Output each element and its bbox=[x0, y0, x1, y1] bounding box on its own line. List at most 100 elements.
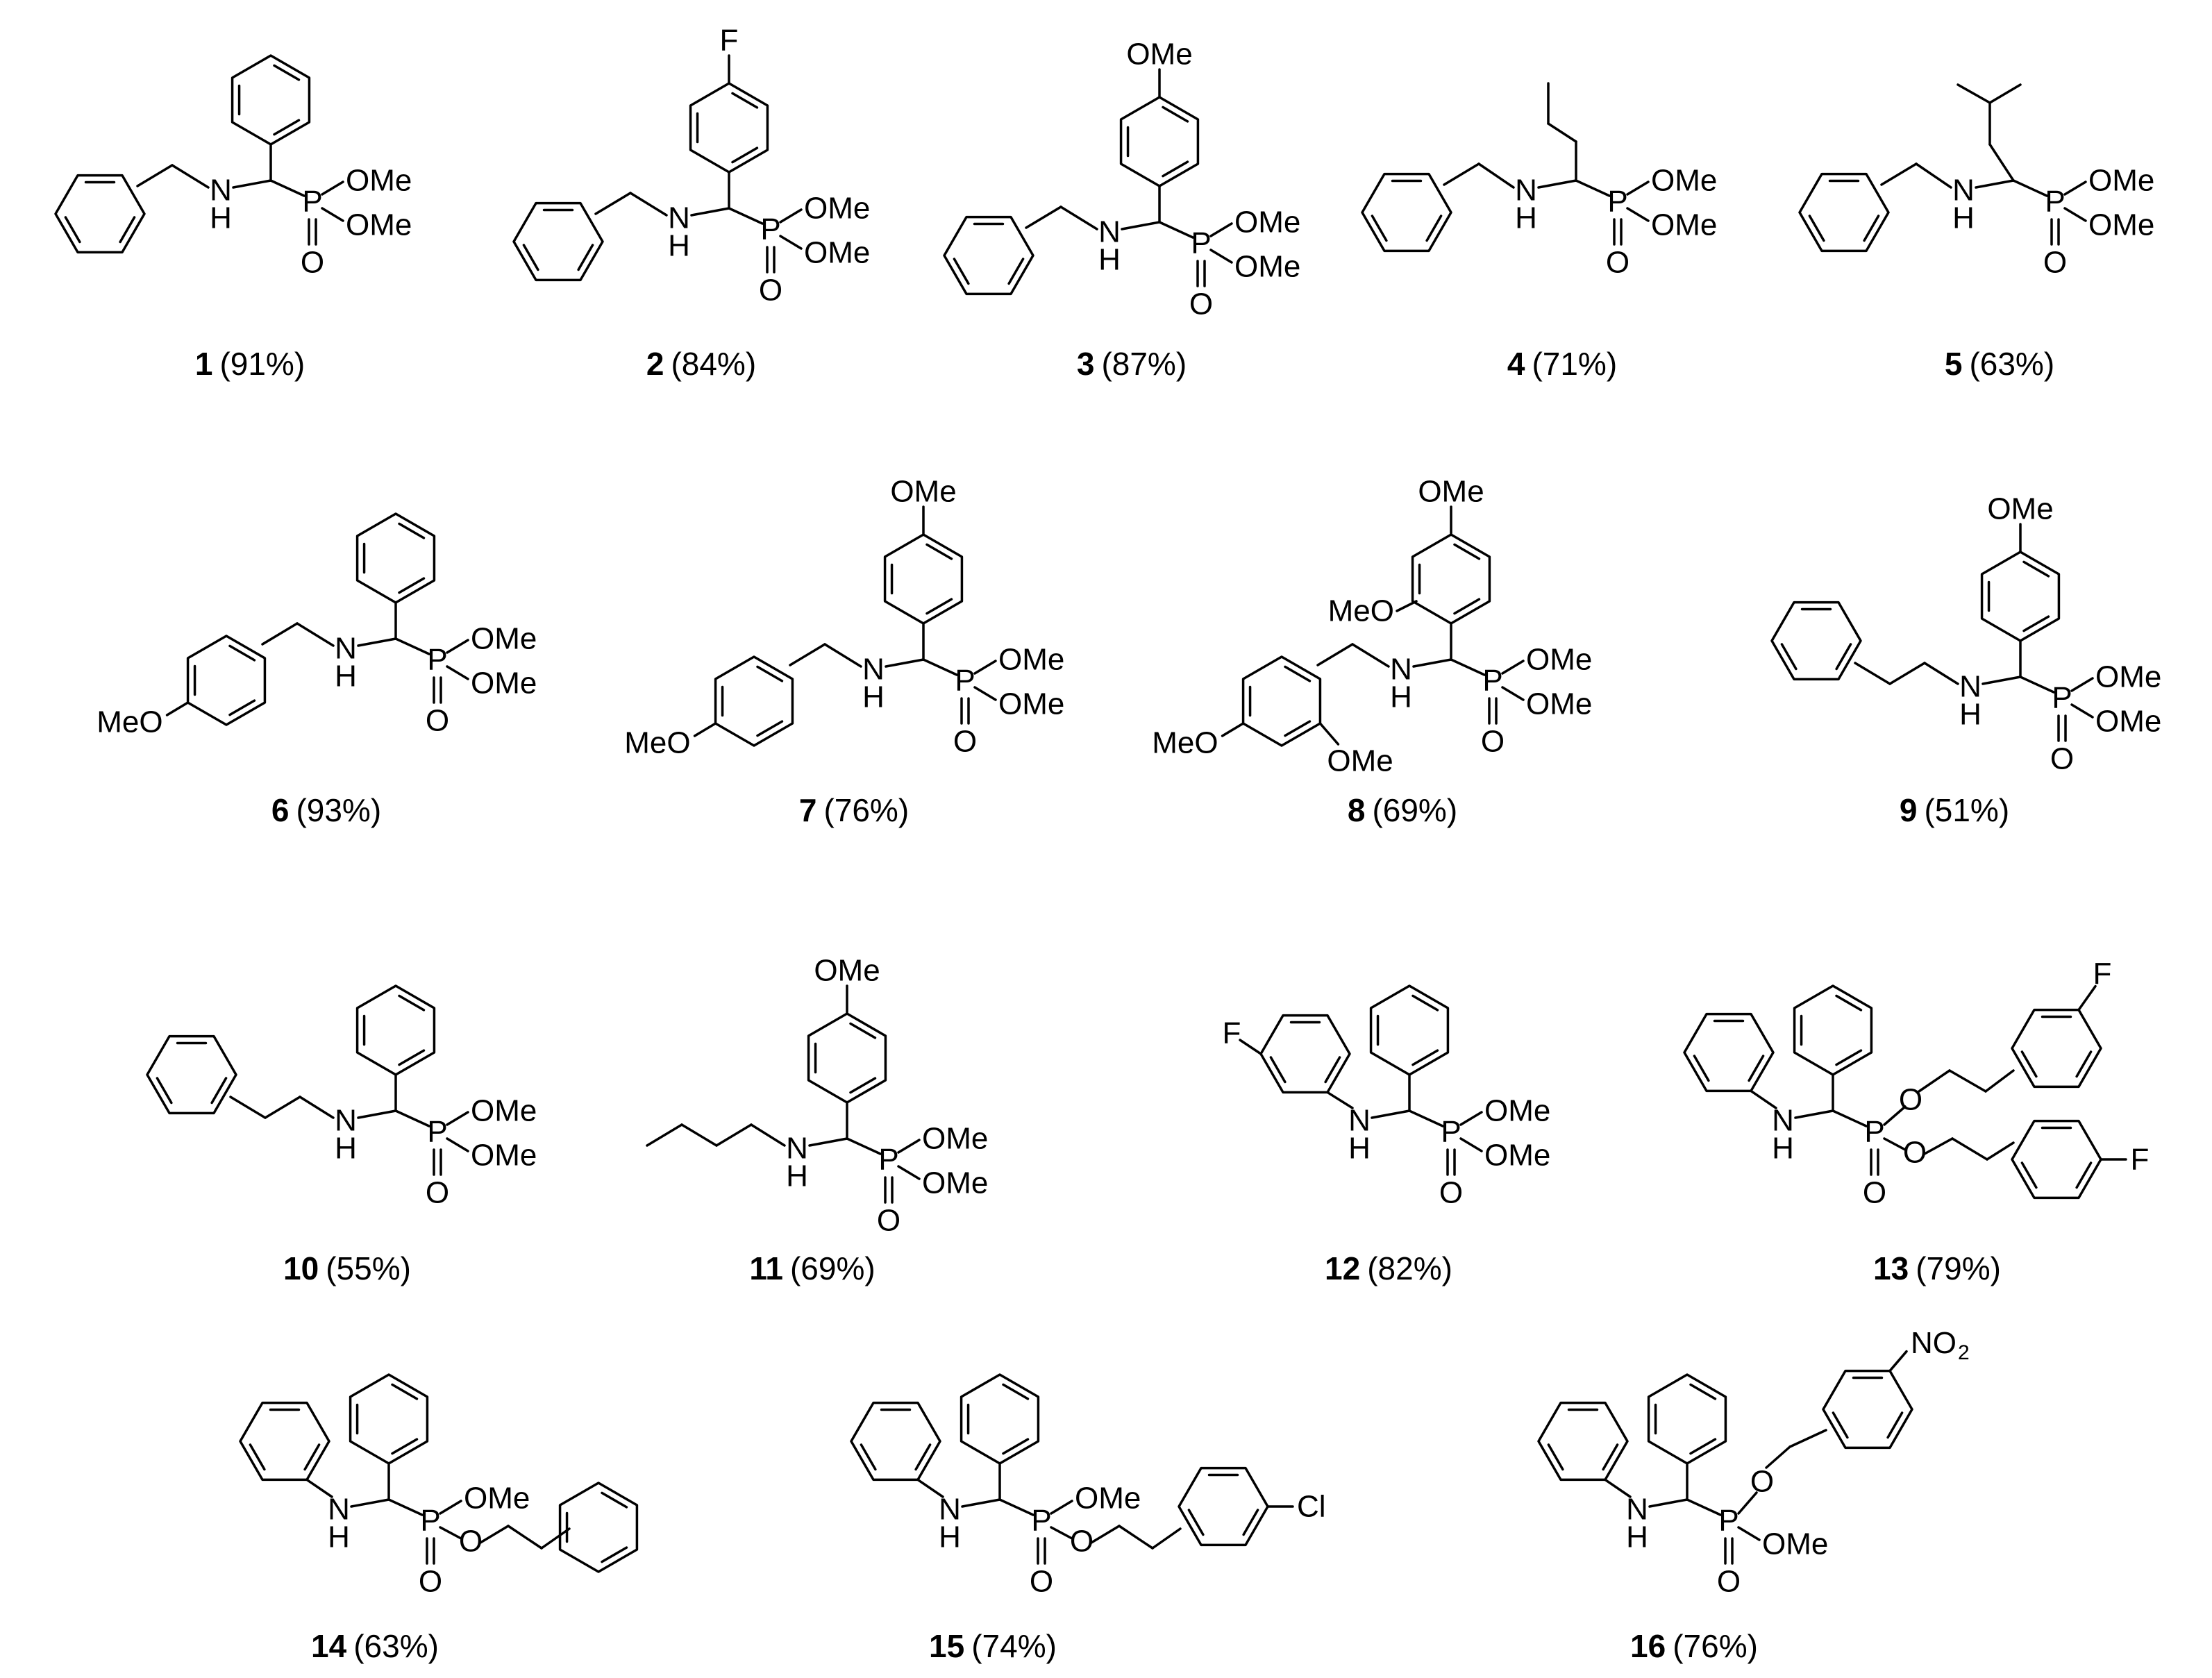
aromatic-bond bbox=[849, 1022, 877, 1039]
amine-h: H bbox=[328, 1520, 350, 1554]
bond bbox=[690, 207, 730, 217]
amine-h: H bbox=[862, 680, 885, 714]
aromatic-bond bbox=[273, 64, 301, 81]
bond bbox=[1915, 162, 1952, 189]
aromatic-bond bbox=[398, 577, 426, 594]
methoxy-label: OMe bbox=[1651, 164, 1717, 198]
aromatic-bond bbox=[2020, 1161, 2038, 1189]
bond bbox=[1626, 207, 1650, 222]
benzene-ring bbox=[1980, 551, 2061, 642]
oxygen-atom: O bbox=[426, 704, 449, 738]
compound-number: 12 bbox=[1325, 1250, 1360, 1286]
nitro-label: NO bbox=[1911, 1326, 1957, 1360]
amine-n: N bbox=[335, 1104, 357, 1138]
bond bbox=[171, 164, 210, 189]
bond bbox=[479, 1525, 510, 1544]
benzene-ring bbox=[1683, 1012, 1775, 1093]
aromatic-bond bbox=[2020, 1050, 2038, 1078]
compound-yield: (51%) bbox=[1924, 792, 2009, 828]
oxygen-atom: O bbox=[1606, 246, 1629, 280]
oxygen-atom: O bbox=[426, 1176, 449, 1210]
methoxy-label: OMe bbox=[2088, 164, 2154, 198]
compound-yield: (71%) bbox=[1532, 346, 1617, 382]
phosphorus-atom: P bbox=[878, 1143, 898, 1177]
aromatic-bond bbox=[1602, 1443, 1619, 1471]
bond bbox=[1984, 1069, 2015, 1093]
bond bbox=[1443, 162, 1480, 186]
aromatic-bond bbox=[1835, 1049, 1863, 1066]
methoxy-label: OMe bbox=[1762, 1527, 1828, 1561]
aromatic-bond bbox=[1748, 1055, 1765, 1082]
compound-label: 10(55%) bbox=[283, 1250, 411, 1286]
bond bbox=[916, 1478, 944, 1498]
bond bbox=[1750, 1089, 1777, 1109]
aromatic-bond bbox=[1689, 1383, 1717, 1400]
phosphorus-atom: P bbox=[1864, 1115, 1884, 1149]
bond bbox=[680, 1123, 718, 1147]
fluoro-label: F bbox=[720, 24, 739, 58]
amine-h: H bbox=[668, 229, 690, 263]
fluoro-label: F bbox=[2131, 1143, 2150, 1177]
benzene-ring bbox=[239, 1401, 330, 1482]
compound-label: 1(91%) bbox=[195, 346, 305, 382]
bond bbox=[1604, 1478, 1632, 1498]
aromatic-bond bbox=[1162, 160, 1189, 178]
aromatic-bond bbox=[1453, 598, 1481, 615]
bond bbox=[1396, 600, 1418, 612]
aromatic-bond bbox=[1007, 258, 1025, 285]
aromatic-bond bbox=[1324, 1056, 1341, 1084]
phosphorus-atom: P bbox=[1718, 1504, 1738, 1538]
phosphorus-atom: P bbox=[1191, 226, 1211, 260]
amine-h: H bbox=[1390, 680, 1412, 714]
bond bbox=[1351, 643, 1390, 668]
bond bbox=[2012, 179, 2048, 197]
bond bbox=[1477, 162, 1515, 189]
bond bbox=[321, 181, 344, 196]
oxygen-atom: O bbox=[1863, 1176, 1886, 1210]
compound-label: 13(79%) bbox=[1873, 1250, 2001, 1286]
amine-h: H bbox=[786, 1159, 808, 1193]
bond bbox=[715, 1123, 753, 1147]
aromatic-bond bbox=[2075, 1050, 2093, 1078]
aromatic-bond bbox=[391, 1383, 419, 1400]
benzene-ring bbox=[850, 1401, 941, 1482]
amine-h: H bbox=[1348, 1132, 1371, 1166]
phosphorus-atom: P bbox=[2052, 681, 2072, 715]
oxygen-atom: O bbox=[419, 1565, 442, 1599]
compound-label: 12(82%) bbox=[1325, 1250, 1452, 1286]
methoxy-label: OMe bbox=[2095, 660, 2161, 694]
bond bbox=[779, 235, 803, 250]
compound-yield: (76%) bbox=[1673, 1628, 1758, 1664]
compound-yield: (87%) bbox=[1101, 346, 1187, 382]
bond bbox=[439, 1526, 462, 1540]
bond bbox=[1988, 143, 2015, 182]
methoxy-label: OMe bbox=[1526, 643, 1592, 677]
aromatic-bond bbox=[1162, 106, 1189, 123]
bond bbox=[1209, 249, 1233, 264]
bond bbox=[1923, 1137, 1954, 1155]
chloro-label: Cl bbox=[1297, 1490, 1326, 1524]
oxygen-atom: O bbox=[301, 246, 324, 280]
compound-yield: (84%) bbox=[671, 346, 756, 382]
compound-yield: (76%) bbox=[823, 792, 909, 828]
aromatic-bond bbox=[1547, 1443, 1564, 1471]
bond bbox=[1880, 162, 1918, 186]
methoxy-label: OMe bbox=[2095, 705, 2161, 739]
oxygen-atom: O bbox=[1750, 1465, 1774, 1499]
amine-h: H bbox=[210, 201, 232, 235]
amine-n: N bbox=[1515, 174, 1537, 208]
benzene-ring bbox=[1537, 1401, 1629, 1482]
compound-label: 9(51%) bbox=[1900, 792, 2009, 828]
aromatic-bond bbox=[1453, 543, 1481, 560]
bond bbox=[136, 164, 174, 187]
bond bbox=[1951, 1137, 1988, 1161]
amine-n: N bbox=[862, 653, 885, 687]
methoxy-label: OMe bbox=[1484, 1094, 1550, 1128]
bond bbox=[998, 1498, 1034, 1516]
amine-n: N bbox=[786, 1132, 808, 1166]
methoxy-label: OMe bbox=[346, 208, 412, 242]
aromatic-bond bbox=[228, 644, 256, 662]
compound-number: 3 bbox=[1077, 346, 1095, 382]
benzene-ring bbox=[186, 635, 267, 726]
